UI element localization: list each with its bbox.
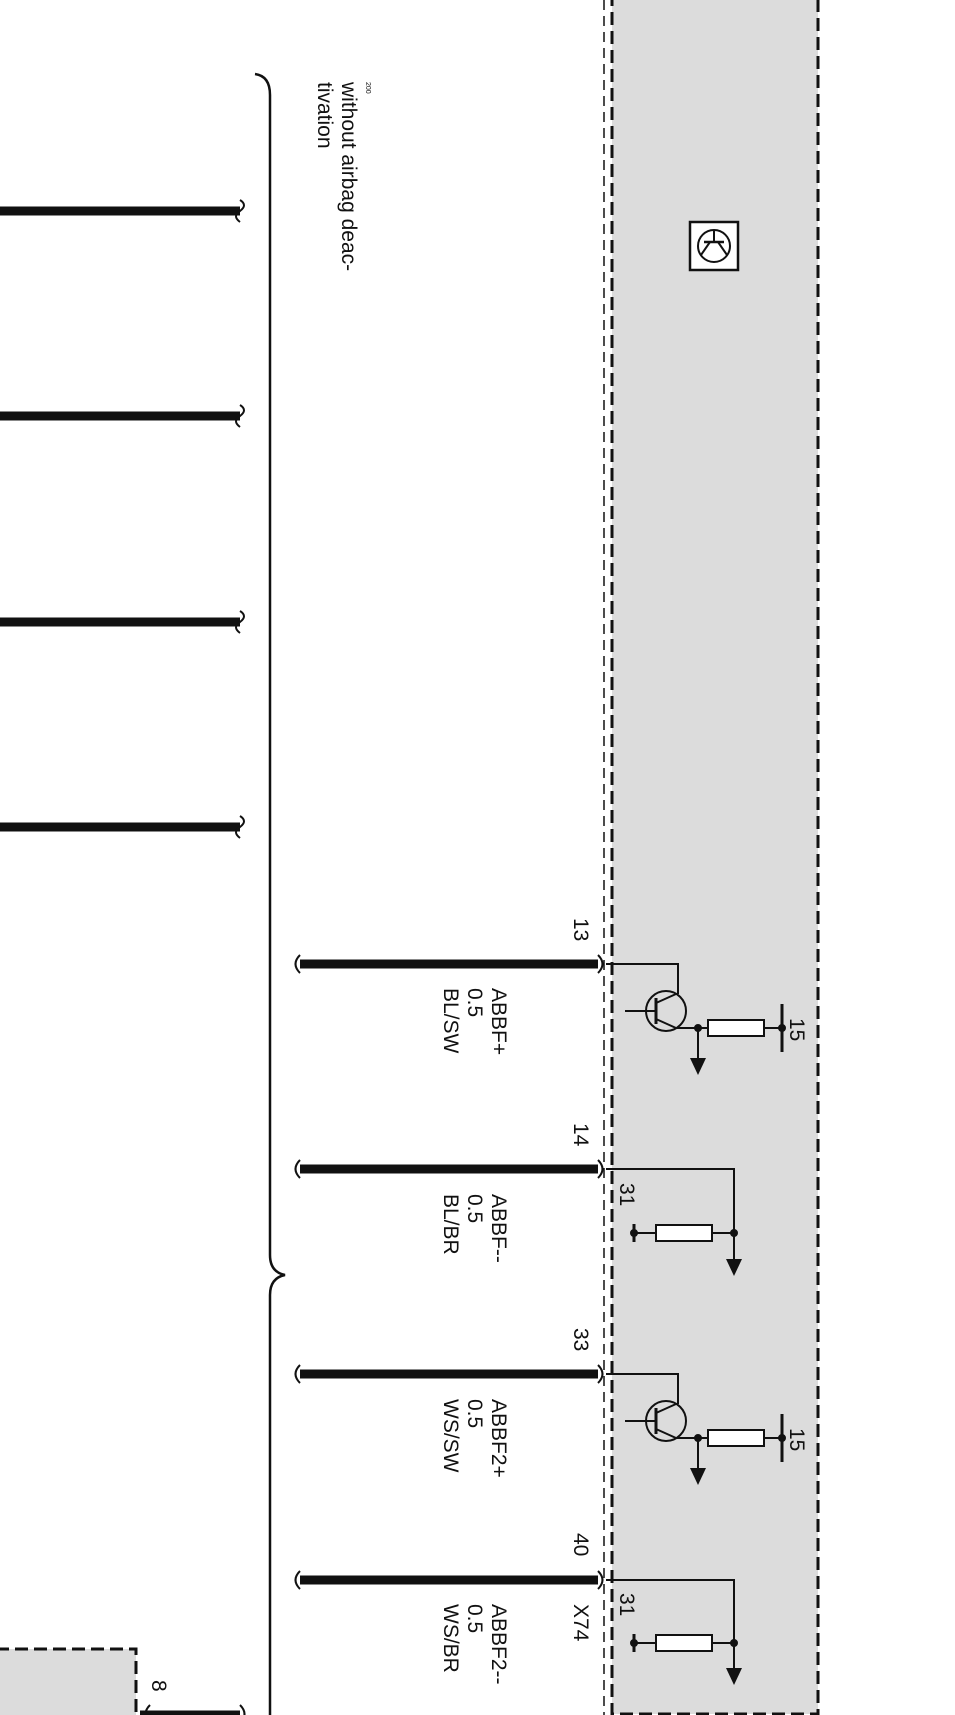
secondary-module-box <box>0 1647 138 1715</box>
wire-annotation-14: ABBF-- 0.5 BL/BR <box>439 1194 510 1263</box>
electronic-module-icon <box>688 220 740 272</box>
wire-size: 0.5 <box>463 1399 486 1428</box>
pin-label-13: 13 <box>569 918 592 941</box>
ground-arrow-icon <box>726 1259 742 1276</box>
pin-label-40: 40 <box>569 1533 592 1556</box>
wire-signal: ABBF+ <box>487 988 510 1055</box>
wire-size: 0.5 <box>463 1194 486 1223</box>
terminal-31-label: 31 <box>615 1183 638 1206</box>
pin-label-33: 33 <box>569 1328 592 1351</box>
secondary-wire-stub <box>140 1704 246 1715</box>
wire-signal: ABBF2-- <box>487 1604 510 1685</box>
variant-note: 200 without airbag deac- tivation <box>313 81 371 271</box>
note-line-1: without airbag deac- <box>337 81 360 271</box>
wire-color: BL/BR <box>439 1194 462 1255</box>
terminal-15-label: 15 <box>785 1428 808 1451</box>
pin-label-14: 14 <box>569 1123 592 1147</box>
connector-label: X74 <box>569 1604 592 1642</box>
wire-signal: ABBF2+ <box>487 1399 510 1478</box>
wire-annotation-33: ABBF2+ 0.5 WS/SW <box>439 1399 510 1478</box>
wire-annotation-40: ABBF2-- 0.5 WS/BR <box>439 1604 510 1685</box>
note-line-2: tivation <box>313 82 336 149</box>
wire-color: WS/SW <box>439 1399 462 1473</box>
note-marker: 200 <box>364 82 371 94</box>
ground-arrow-icon <box>690 1468 706 1485</box>
terminal-15-label: 15 <box>785 1018 808 1041</box>
return-circuit-pin14 <box>606 1168 738 1260</box>
driver-circuit-pin13 <box>606 963 786 1060</box>
variant-brace <box>254 72 286 1715</box>
terminal-31-label: 31 <box>615 1593 638 1616</box>
wire-size: 0.5 <box>463 988 486 1017</box>
wire-color: WS/BR <box>439 1604 462 1673</box>
wire-size: 0.5 <box>463 1604 486 1633</box>
driver-circuit-pin33 <box>606 1373 786 1470</box>
module-wires <box>294 954 604 1590</box>
ground-arrow-icon <box>726 1668 742 1685</box>
wire-color: BL/SW <box>439 988 462 1054</box>
ground-arrow-icon <box>690 1058 706 1075</box>
return-circuit-pin40 <box>606 1579 738 1670</box>
wire-annotation-13: ABBF+ 0.5 BL/SW <box>439 988 510 1055</box>
wire-stubs-left <box>0 199 245 839</box>
wire-signal: ABBF-- <box>487 1194 510 1263</box>
secondary-pin-label: 8 <box>147 1680 170 1692</box>
